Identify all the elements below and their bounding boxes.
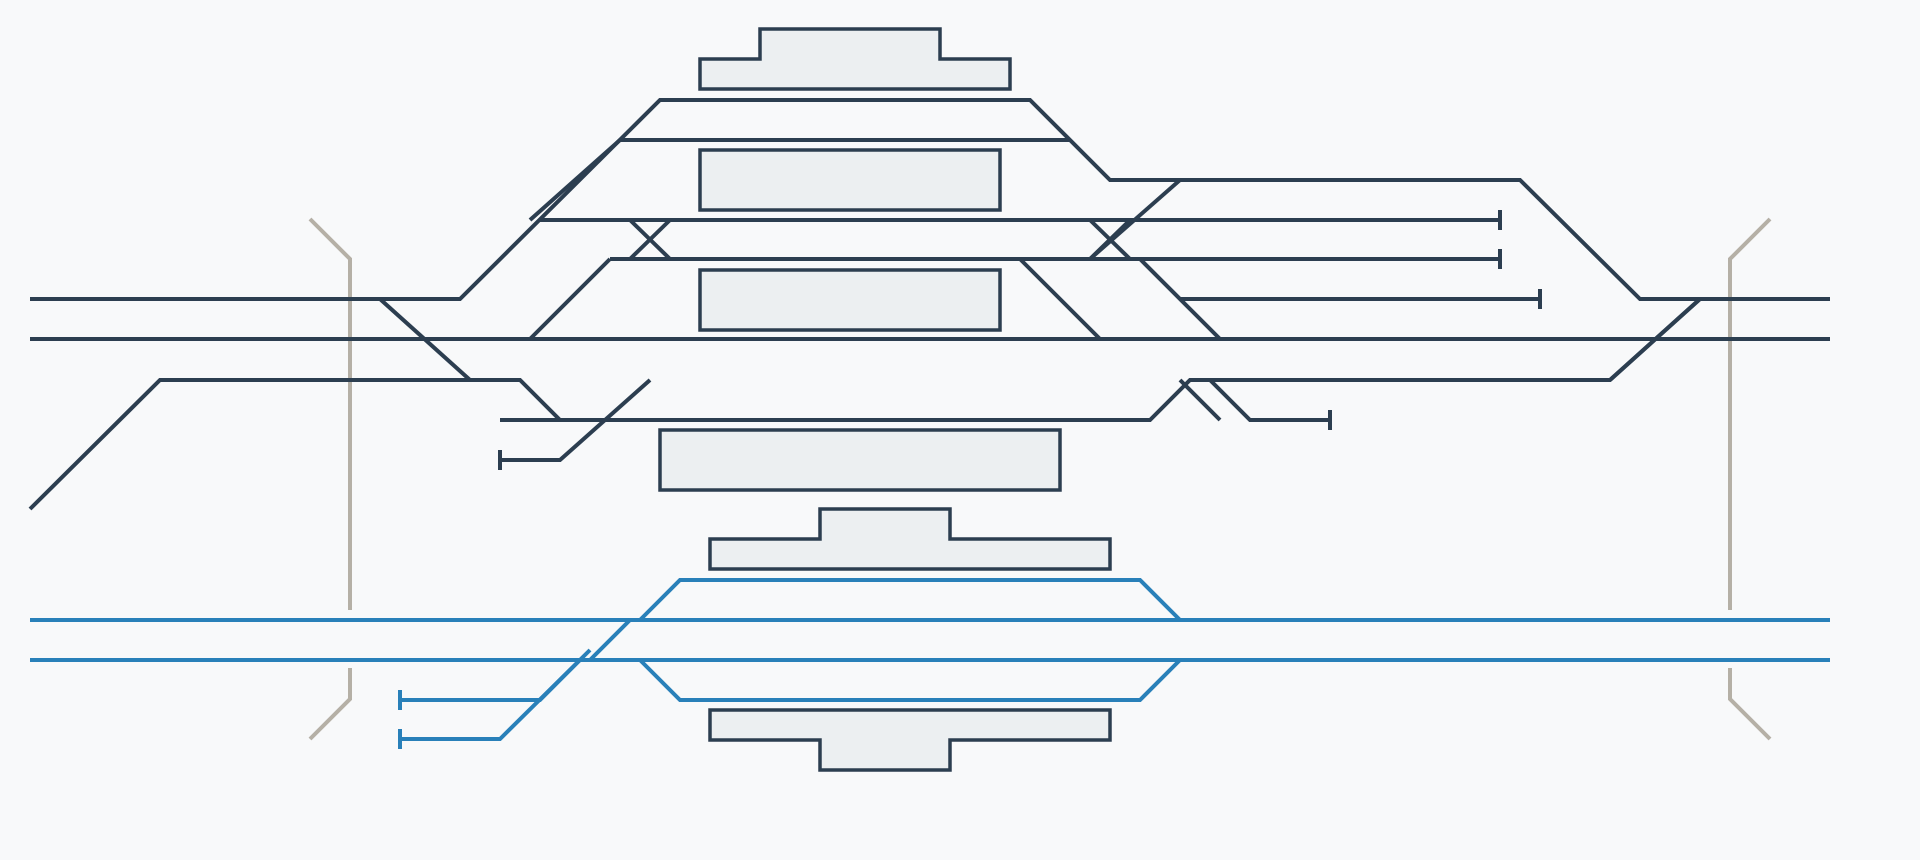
platform-4: [658, 428, 1062, 492]
track-diagonal-left: [378, 297, 472, 382]
buffer-stops: [398, 210, 1542, 749]
secondary-crossover: [588, 618, 632, 662]
boundary-marker-right-lower: [1728, 668, 1772, 741]
platforms: [658, 27, 1112, 772]
main-tracks: [28, 98, 1830, 511]
track-left-upper-link: [528, 138, 622, 222]
track-middle-loop: [500, 297, 1702, 422]
track-left-link-2: [528, 257, 612, 341]
track-right-link-c: [1138, 257, 1222, 341]
track-right-stub: [1178, 378, 1222, 422]
boundary-markers: [308, 217, 1772, 741]
crossover-right: [1088, 218, 1132, 261]
crossover-left: [628, 218, 672, 261]
track-right-link-b: [1018, 257, 1102, 341]
boundary-marker-left-lower: [308, 668, 352, 741]
boundary-marker-left: [308, 217, 352, 741]
platform-2: [698, 148, 1002, 212]
track-far-right-link: [1608, 297, 1702, 382]
track-lower-left-stub: [500, 378, 652, 462]
boundary-marker-right: [1728, 217, 1772, 741]
boundary-marker-left-upper: [308, 217, 352, 610]
platform-5: [708, 507, 1112, 571]
secondary-loop-upper: [638, 578, 1182, 622]
platform-1: [698, 27, 1012, 91]
boundary-marker-right-upper: [1728, 217, 1772, 610]
platform-3: [698, 268, 1002, 332]
secondary-siding-2: [400, 648, 592, 741]
secondary-siding-1: [400, 658, 582, 702]
secondary-loop-lower: [638, 658, 1182, 702]
track-lower-left-branch: [28, 378, 1330, 511]
secondary-tracks: [30, 578, 1830, 741]
platform-6: [708, 708, 1112, 772]
